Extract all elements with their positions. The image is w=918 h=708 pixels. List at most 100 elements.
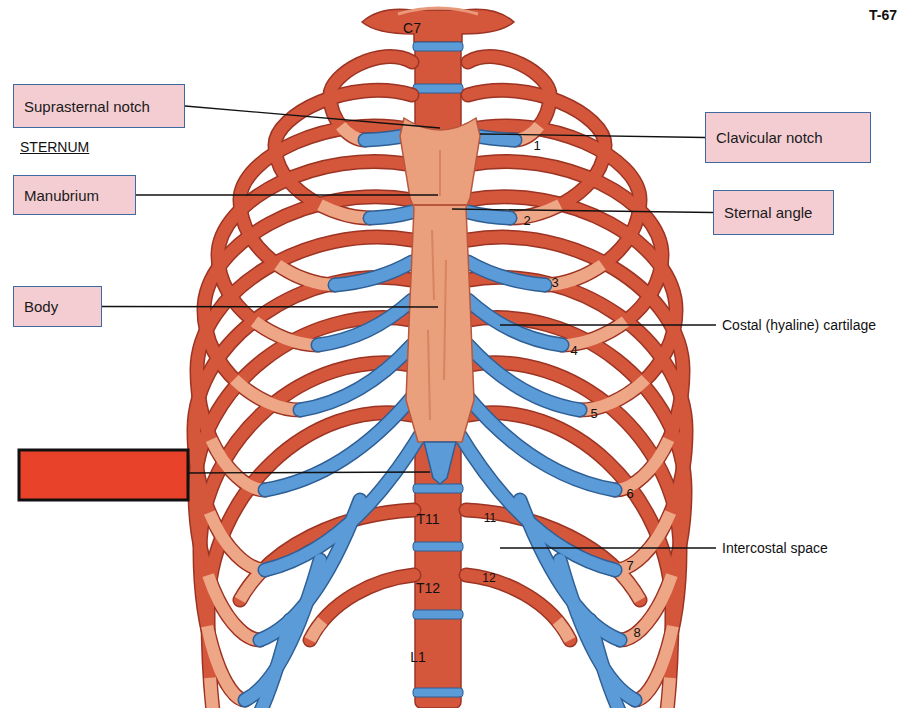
part-name: Body	[24, 298, 58, 315]
leader-line	[136, 194, 438, 195]
label-holder: 11	[484, 508, 496, 526]
label-box: Body	[13, 286, 102, 327]
label-holder: 1	[533, 136, 540, 154]
rib-end	[468, 161, 662, 345]
xiphoid-process	[424, 442, 456, 484]
costal-cartilage	[590, 620, 655, 708]
label-box: Clavicular notch	[705, 112, 871, 163]
cartilage-outline	[468, 262, 545, 285]
c7-spinous-shade	[398, 8, 478, 14]
label-holder: Intercostal space	[722, 539, 828, 557]
label-holder: 3	[551, 273, 558, 291]
label-holder: STERNUM	[20, 138, 89, 156]
costal-cartilage	[300, 345, 412, 410]
callout-number: 11	[484, 511, 496, 525]
rib-end	[468, 197, 676, 410]
label-holder: T11	[416, 510, 439, 528]
rib-end	[240, 126, 412, 285]
label-holder: T-67	[869, 6, 897, 24]
leader-line	[452, 209, 713, 213]
rib	[218, 161, 412, 345]
disc	[413, 688, 463, 697]
leader-line	[188, 472, 430, 473]
costal-cartilage	[468, 300, 562, 345]
cartilage-outline	[468, 300, 562, 345]
disc	[413, 542, 463, 551]
part-label: L1	[410, 649, 426, 665]
costal-cartilage	[468, 212, 510, 218]
label-holder: 2	[523, 211, 530, 229]
part-label: STERNUM	[20, 139, 89, 155]
rib-end	[275, 90, 412, 218]
costal-cartilage	[468, 345, 580, 410]
label-holder: 6	[626, 484, 633, 502]
c7-vertebra	[362, 9, 514, 42]
part-name: Suprasternal notch	[24, 98, 150, 115]
callout-number: 8	[633, 625, 640, 640]
label-holder: 7	[626, 556, 633, 574]
rib-end	[466, 510, 640, 600]
sternal-angle-line	[413, 204, 468, 206]
label-holder: 12	[482, 568, 495, 586]
rib	[468, 161, 662, 345]
callout-number: 5	[590, 406, 597, 421]
leader-line	[500, 324, 716, 325]
rib	[466, 510, 640, 600]
rib-end	[468, 237, 683, 490]
ribs	[194, 57, 686, 708]
label-holder: 4	[570, 341, 577, 359]
label-box: Manubrium	[13, 175, 136, 215]
part-name: Manubrium	[24, 187, 99, 204]
leader-line	[185, 106, 440, 128]
label-holder: 8	[633, 623, 640, 641]
costal-cartilage	[335, 262, 412, 285]
costal-cartilage	[225, 620, 290, 708]
cartilage-outline	[468, 212, 510, 218]
rib-end	[197, 237, 412, 490]
disc	[413, 484, 463, 493]
label-holder: T12	[416, 579, 440, 597]
costal-cartilage	[370, 212, 412, 218]
cartilage-outline	[370, 212, 412, 218]
part-label: Costal (hyaline) cartilage	[722, 317, 876, 333]
label-holder: C7	[403, 19, 421, 37]
costal-cartilage	[260, 500, 360, 640]
cartilage-outline	[468, 345, 580, 410]
rib-end	[330, 57, 412, 140]
part-label: T12	[416, 580, 440, 596]
label-box: Sternal angle	[713, 190, 834, 235]
part-label: C7	[403, 20, 421, 36]
leader-line	[500, 547, 716, 548]
callout-number: 7	[626, 558, 633, 573]
callout-number: 1	[533, 138, 540, 153]
hidden-label-box	[19, 450, 188, 500]
rib-end	[468, 126, 640, 285]
rib-end	[240, 510, 414, 600]
leader-line	[480, 134, 705, 138]
label-holder: 5	[590, 404, 597, 422]
callout-number: 4	[570, 343, 577, 358]
cartilage-outline	[300, 345, 412, 410]
sternum-shading	[428, 150, 446, 420]
label-holder: Costal (hyaline) cartilage	[722, 316, 876, 334]
costal-cartilage	[520, 500, 620, 640]
rib-end	[468, 90, 605, 218]
callout-number: 2	[523, 213, 530, 228]
part-name: Sternal angle	[724, 204, 812, 221]
rib-end	[468, 57, 550, 140]
label-box: Suprasternal notch	[13, 84, 185, 128]
leader-line	[102, 306, 438, 308]
cartilage-outline	[335, 262, 412, 285]
part-name: Clavicular notch	[716, 129, 823, 146]
costal-cartilage	[468, 262, 545, 285]
callout-number: 6	[626, 486, 633, 501]
rib	[240, 510, 414, 600]
callout-number: 3	[551, 275, 558, 290]
part-label: Intercostal space	[722, 540, 828, 556]
disc	[413, 610, 463, 619]
disc	[413, 84, 463, 93]
sternum	[400, 118, 480, 442]
callout-number: 12	[482, 571, 495, 585]
disc	[413, 42, 463, 51]
